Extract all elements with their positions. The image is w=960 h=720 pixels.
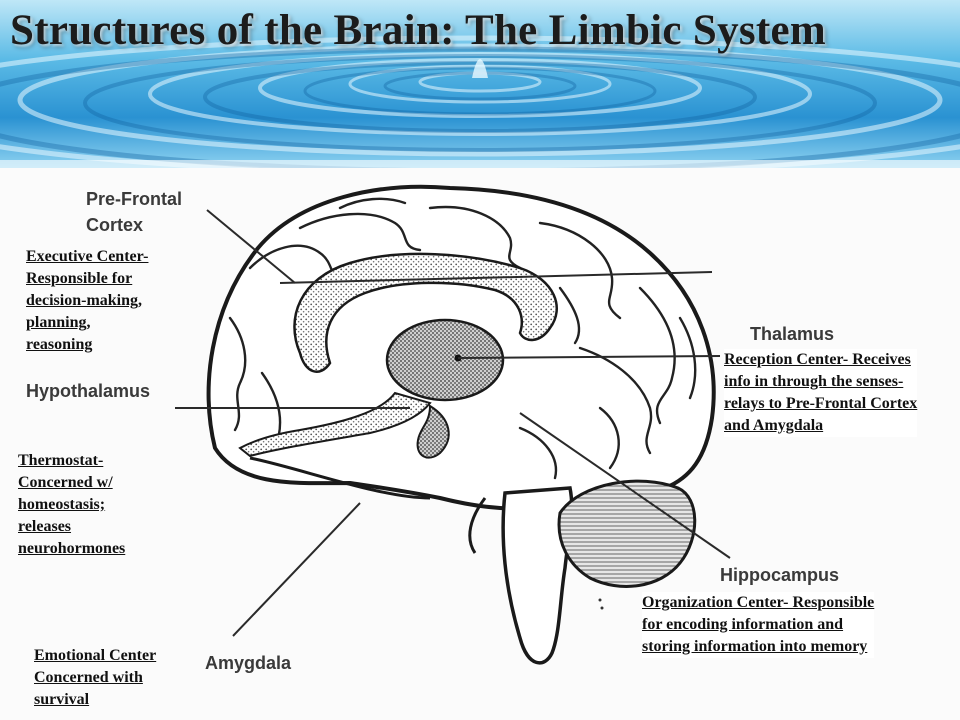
hippocampus-pointer-line <box>519 412 731 559</box>
corpus-callosum <box>293 252 558 373</box>
thalamus-label: Thalamus <box>750 324 835 344</box>
amygdala-pointer-line <box>232 502 361 637</box>
amygdala-label: Amygdala <box>205 653 292 673</box>
prefrontal-description: Executive Center- Responsible for decisi… <box>26 248 149 353</box>
thalamus-description: Reception Center- Receives info in throu… <box>724 349 918 437</box>
title-banner: Structures of the Brain: The Limbic Syst… <box>0 0 960 168</box>
hypothalamus-description: Thermostat- Concerned w/ homeostasis; re… <box>18 452 126 557</box>
amygdala-description: Emotional Center Concerned with survival <box>34 647 157 708</box>
prefrontal-cortex-label: Pre-Frontal Cortex <box>86 189 183 235</box>
hypothalamus-label: Hypothalamus <box>26 381 151 401</box>
slide-title: Structures of the Brain: The Limbic Syst… <box>10 7 827 54</box>
water-ripple-background <box>0 0 960 168</box>
cerebellum <box>557 479 697 588</box>
hippocampus-label: Hippocampus <box>720 565 840 585</box>
diagram-area: Pre-Frontal Cortex Hypothalamus Thalamus… <box>0 168 960 720</box>
prefrontal-pointer-line <box>206 209 296 284</box>
hippocampus-description: Organization Center- Responsible for enc… <box>642 592 875 658</box>
thalamus-pointer-line <box>457 355 721 359</box>
thalamus-structure <box>385 318 505 402</box>
brain-sagittal-diagram <box>175 184 731 665</box>
